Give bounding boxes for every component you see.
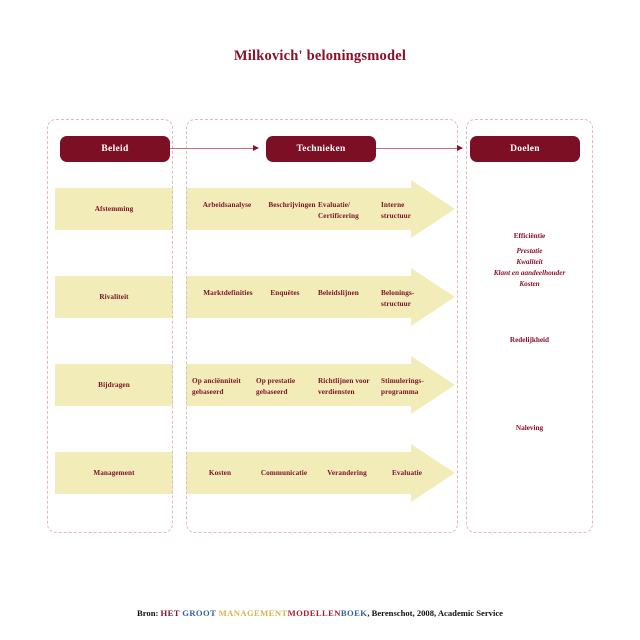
- header-technieken[interactable]: Technieken: [266, 136, 376, 162]
- footer-word-modellen: MODELLEN: [287, 608, 341, 618]
- technique-label-4-3: Verandering: [327, 469, 367, 477]
- panel-technieken: [186, 119, 458, 533]
- goal-item-kwaliteit: Kwaliteit: [516, 258, 543, 266]
- technique-label-4-4: Evaluatie: [391, 469, 423, 477]
- band-policy-row-1: [55, 188, 173, 230]
- arrow-head-row-3: [411, 356, 455, 414]
- footer-word-het: HET: [160, 608, 180, 618]
- footer-publisher: , Berenschot, 2008, Academic Service: [367, 608, 503, 618]
- header-doelen[interactable]: Doelen: [470, 136, 580, 162]
- arrow-head-row-2: [411, 268, 455, 326]
- band-policy-row-2: [55, 276, 173, 318]
- technique-label-1-3: Evaluatie/Certificering: [318, 201, 359, 220]
- technique-label-2-1: Marktdefinities: [203, 289, 253, 297]
- policy-label-1: Afstemming: [94, 205, 134, 213]
- footer-word-boek: BOEK: [340, 608, 368, 618]
- technique-label-1-1: Arbeidsanalyse: [202, 201, 252, 209]
- footer-bron-label: Bron:: [137, 608, 161, 618]
- source-footer: Bron: HET GROOT MANAGEMENTMODELLENBOEK, …: [0, 608, 640, 618]
- policy-label-3: Bijdragen: [98, 381, 130, 389]
- goal-item-klant: Klant en aandeelhouder: [493, 269, 566, 277]
- technique-label-2-2: Enquêtes: [270, 289, 300, 297]
- policy-label-4: Management: [93, 469, 135, 477]
- technique-label-4-1: Kosten: [208, 469, 232, 477]
- technique-label-2-3: Beleidslijnen: [318, 289, 359, 297]
- band-policy-row-4: [55, 452, 173, 494]
- band-policy-row-3: [55, 364, 173, 406]
- header-beleid[interactable]: Beleid: [60, 136, 170, 162]
- arrow-icon: [457, 145, 463, 151]
- policy-label-2: Rivaliteit: [99, 293, 129, 301]
- footer-word-management: MANAGEMENT: [218, 608, 288, 618]
- arrow-head-row-4: [411, 444, 455, 502]
- footer-word-groot: GROOT: [179, 608, 219, 618]
- goal-item-prestatie: Prestatie: [516, 247, 543, 255]
- panel-doelen: [466, 119, 593, 533]
- page-title: Milkovich' beloningsmodel: [233, 48, 407, 64]
- band-technique-row-3: [186, 364, 411, 406]
- arrow-icon: [253, 145, 259, 151]
- technique-label-4-2: Communicatie: [260, 469, 308, 477]
- connector-technieken-to-doelen: [376, 145, 463, 151]
- goal-item-efficientie: Efficiëntie: [513, 232, 546, 240]
- band-technique-row-1: [186, 188, 411, 230]
- technique-label-1-2: Beschrijvingen: [268, 201, 316, 209]
- technique-label-2-4: Belonings-structuur: [381, 289, 415, 308]
- arrow-head-row-1: [411, 180, 455, 238]
- technique-label-3-4: Stimulerings-programma: [381, 377, 424, 396]
- band-technique-row-4: [186, 452, 411, 494]
- connector-beleid-to-technieken: [170, 145, 259, 151]
- goal-item-kosten: Kosten: [519, 280, 540, 288]
- goal-item-redelijkheid: Redelijkheid: [509, 336, 550, 344]
- band-technique-row-2: [186, 276, 411, 318]
- goal-item-naleving: Naleving: [515, 424, 544, 432]
- panel-beleid: [47, 119, 173, 533]
